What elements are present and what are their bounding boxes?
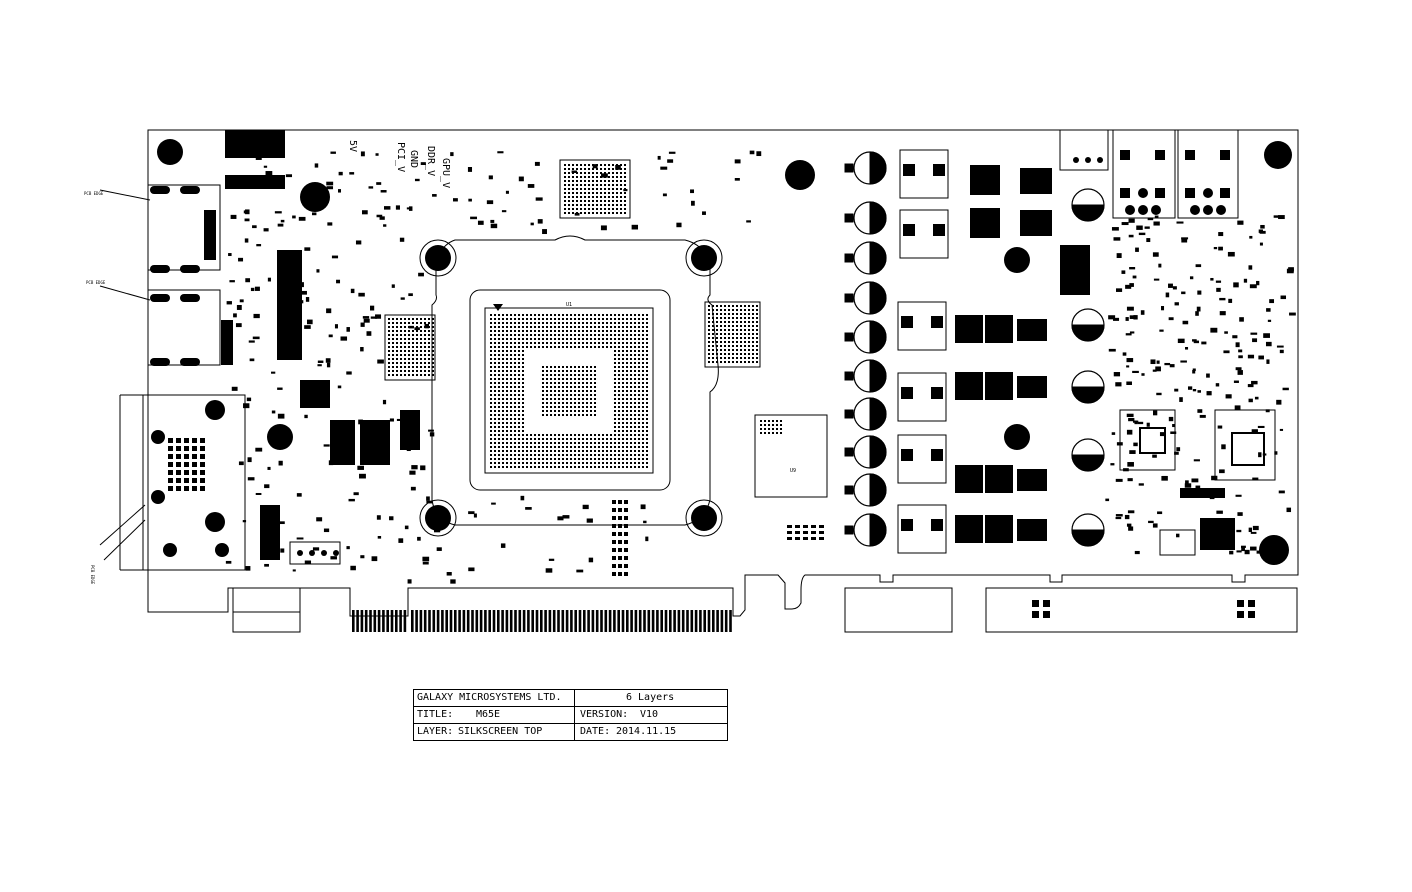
- title-block-row-company: GALAXY MICROSYSTEMS LTD. 6 Layers: [414, 690, 727, 707]
- controller-label: U9: [790, 468, 796, 474]
- pcie-fingers: [352, 610, 732, 632]
- title-block-row-title: TITLE: M65E VERSION: V10: [414, 707, 727, 724]
- layer-value: SILKSCREEN TOP: [458, 726, 543, 737]
- layer-count: 6 Layers: [626, 692, 675, 703]
- pcb-edge-note-bottom: PCB EDGE: [90, 565, 95, 585]
- title-value: M65E: [476, 709, 501, 720]
- power-connectors: [1059, 129, 1239, 219]
- mounting-holes: [157, 139, 1292, 565]
- company-name: GALAXY MICROSYSTEMS LTD.: [417, 692, 562, 703]
- gpu-label: U1: [566, 302, 572, 308]
- board-outline: [147, 129, 1299, 633]
- dvi-connector-pins: [151, 400, 229, 557]
- dvi-pin-grid: [168, 438, 205, 491]
- io-bracket: [99, 184, 246, 571]
- pcb-edge-note-top: PCB EDGE: [84, 191, 104, 196]
- vrm-inductors: [897, 149, 1052, 554]
- version-value: V10: [640, 709, 659, 720]
- power-label-gnd: GND: [408, 150, 419, 169]
- memory-chips: [384, 159, 761, 381]
- left-components: [225, 130, 420, 565]
- date-value: 2014.11.15: [616, 726, 677, 737]
- heatsink-outline: [431, 235, 719, 526]
- title-block-row-layer: LAYER: SILKSCREEN TOP DATE: 2014.11.15: [414, 724, 727, 741]
- gpu-bga: [484, 304, 654, 474]
- bottom-pads: [1032, 600, 1255, 618]
- vrm-capacitors: [844, 151, 1105, 547]
- date-label: DATE:: [580, 726, 611, 737]
- io-connector-fill: [150, 186, 233, 366]
- controller-chip: [754, 414, 828, 498]
- title-block: GALAXY MICROSYSTEMS LTD. 6 Layers TITLE:…: [413, 689, 728, 741]
- pcb-edge-note-middle: PCB EDGE: [86, 280, 106, 285]
- version-label: VERSION:: [580, 709, 629, 720]
- power-label-pci-v: PCI_V: [395, 142, 406, 173]
- mounting-hole-rings: [419, 239, 723, 537]
- power-label-gpu-v: GPU_V: [440, 158, 451, 189]
- title-label: TITLE:: [417, 709, 454, 720]
- power-label-ddr-v: DDR_V: [425, 146, 436, 177]
- layer-label: LAYER:: [417, 726, 454, 737]
- power-label-5v: 5V: [347, 140, 358, 153]
